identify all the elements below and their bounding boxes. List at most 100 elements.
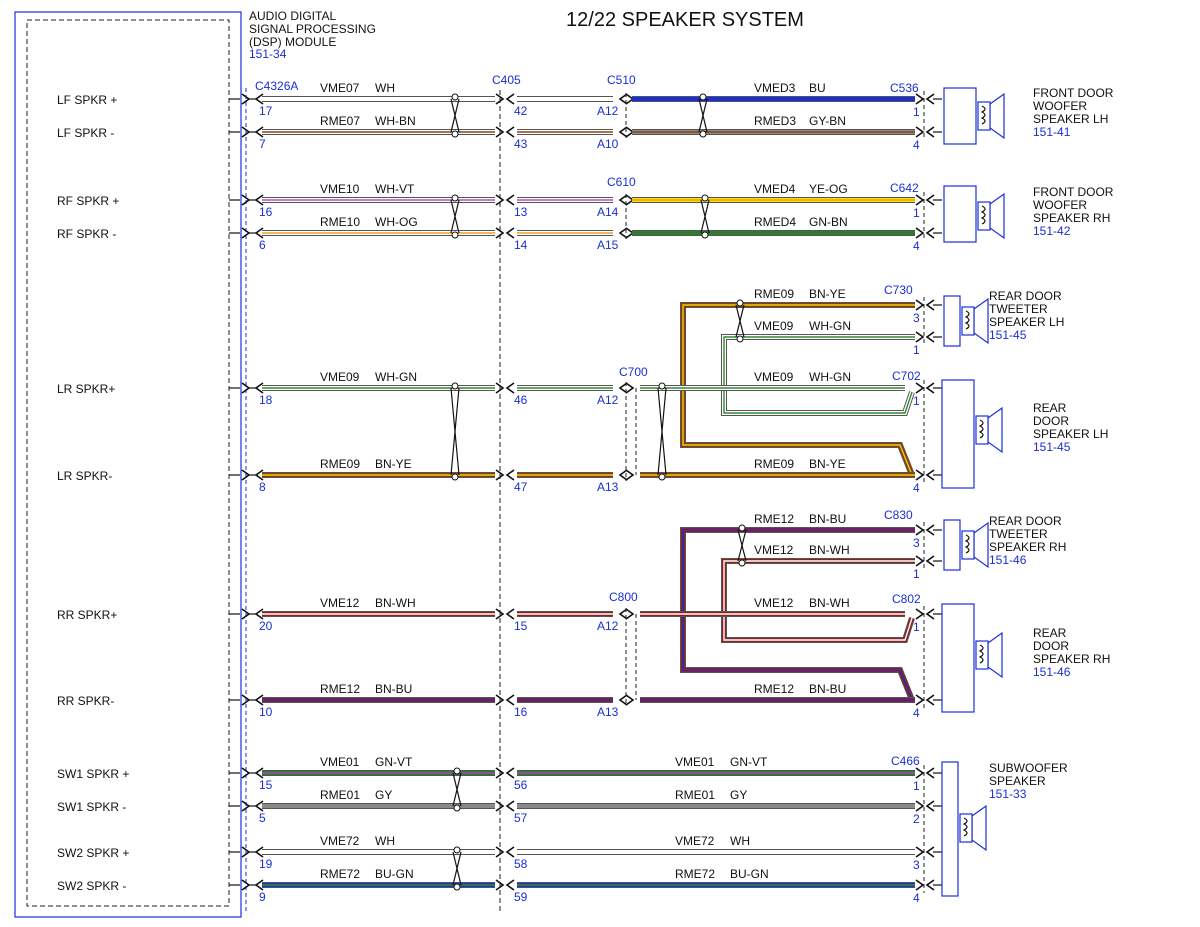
dsp-side-arrow-12: [254, 879, 264, 891]
c405-arrow-in-2: [495, 126, 505, 138]
spk-arrow-out-3-1: [925, 299, 935, 311]
wire-b-circuit-4: RMED4: [754, 215, 796, 229]
wire-b-circuit-8: RME09: [754, 457, 794, 471]
wire-a-color-9: GN-VT: [375, 755, 413, 769]
mid-conn-c800-label: C800: [609, 590, 638, 604]
dsp-side-arrow-10: [254, 800, 264, 812]
wire-b-color-15: WH: [730, 834, 750, 848]
c405-pin-11: 58: [514, 857, 528, 871]
speaker-7-name-2: SPEAKER: [989, 774, 1046, 788]
spk-conn-1-pin-2: 4: [913, 138, 920, 152]
twist-b-rf: [700, 194, 710, 239]
spk-arrow-in-5-1: [915, 524, 925, 536]
mid-arrow-3: [618, 194, 628, 206]
spk-arrow-in-1-1: [915, 93, 925, 105]
mid-conn-3-pin-1: A12: [597, 393, 619, 407]
wire-a-circuit-1: VME07: [320, 81, 360, 95]
spk-arrow-in-1-2: [915, 126, 925, 138]
spk-arrow-in-7-3: [915, 846, 925, 858]
mid-conn-c610-label: C610: [607, 175, 636, 189]
wire-a-circuit-5: VME09: [320, 370, 360, 384]
wire-b-color-9: BN-BU: [809, 512, 846, 526]
twist-a-lf: [450, 93, 460, 138]
mid-conn-1-pin-2: A10: [597, 137, 619, 151]
dsp-pin-12: 9: [259, 890, 266, 904]
speaker-2-coil-icon: [980, 205, 986, 225]
spk-arrow-out-5-1: [925, 524, 935, 536]
twist-a-lf-b: [450, 98, 460, 133]
mid-arrow-6: [618, 469, 628, 481]
speaker-1: [943, 87, 1005, 145]
spk-conn-7-pin-4: 4: [913, 891, 920, 905]
mid-arrow-b-1: [625, 93, 635, 105]
spk-conn-5-pin-2: 1: [913, 567, 920, 581]
speaker-4-name-2: DOOR: [1033, 414, 1069, 428]
twist-b-rrt: [737, 524, 747, 567]
speaker-5-name-1: REAR DOOR: [989, 514, 1062, 528]
wire-b-color-16: BU-GN: [730, 867, 769, 881]
spk-conn-5-pin-1: 3: [913, 536, 920, 550]
c405-arrow-out-2: [505, 126, 515, 138]
wire-a-color-2: WH-BN: [375, 114, 416, 128]
dsp-side-arrow-4: [254, 227, 264, 239]
speaker-4: [941, 379, 1003, 489]
twist-b-lrw-bot: [658, 473, 666, 481]
speaker-5-body: [943, 519, 961, 571]
spk-arrow-in-6-1: [915, 608, 925, 620]
twist-a-rf: [450, 194, 460, 239]
wire-a-circuit-7: VME12: [320, 596, 360, 610]
spk-arrow-out-2-1: [925, 194, 935, 206]
wire-a-color-1: WH: [375, 81, 395, 95]
speaker-3-cone: [973, 297, 989, 345]
wire-b-color-10: BN-WH: [809, 543, 850, 557]
mid-arrow-b-3: [625, 194, 635, 206]
spk-arrow-in-6-2: [915, 694, 925, 706]
twist-b-lrw-b: [657, 387, 667, 476]
speaker-4-cone: [987, 406, 1003, 454]
wire-a-color-6: BN-YE: [375, 457, 412, 471]
spk-arrow-out-4-1: [925, 382, 935, 394]
spk-conn-6-pin-1: 1: [913, 620, 920, 634]
pin-label-group: LF SPKR +LF SPKR -RF SPKR +RF SPKR -LR S…: [57, 93, 251, 893]
spk-conn-c802-label: C802: [892, 592, 921, 606]
dsp-pin-7: 20: [259, 619, 273, 633]
spk-arrow-out-1-1: [925, 93, 935, 105]
speaker-2-name-1: FRONT DOOR: [1033, 185, 1114, 199]
dsp-pin-3: 16: [259, 205, 273, 219]
mid-arrow-5: [618, 382, 628, 394]
speaker-5-ref: 151-46: [989, 553, 1027, 567]
twist-b-lrw-top: [658, 382, 666, 390]
mid-arrow-b-8: [625, 694, 635, 706]
wire-b-circuit-6: VME09: [754, 319, 794, 333]
c405-pin-12: 59: [514, 890, 528, 904]
speaker-1-ref: 151-41: [1033, 125, 1071, 139]
spk-arrow-in-4-2: [915, 469, 925, 481]
wire-a-color-5: WH-GN: [375, 370, 417, 384]
spk-arrow-out-2-2: [925, 227, 935, 239]
spk-arrow-out-5-2: [925, 555, 935, 567]
twist-b-lf-b: [698, 98, 708, 133]
speaker-7-body: [941, 761, 959, 897]
mid-conn-c700-label: C700: [619, 365, 648, 379]
speaker-5-name-2: TWEETER: [989, 527, 1048, 541]
speaker-6-body: [941, 603, 975, 713]
speaker-1-name-1: FRONT DOOR: [1033, 86, 1114, 100]
mid-arrow-b-6: [625, 469, 635, 481]
c405-arrow-in-1: [495, 93, 505, 105]
dsp-pin-10: 5: [259, 811, 266, 825]
twist-b-lrt-bot: [736, 335, 744, 343]
spk-arrow-out-1-2: [925, 126, 935, 138]
wire-a-circuit-2: RME07: [320, 114, 360, 128]
c405-arrow-out-9: [505, 767, 515, 779]
dsp-pin-1: 17: [259, 104, 273, 118]
wire-a-color-3: WH-VT: [375, 182, 415, 196]
dsp-pin-2: 7: [259, 137, 266, 151]
wire-a-circuit-3: VME10: [320, 182, 360, 196]
speaker-5-name-3: SPEAKER RH: [989, 540, 1066, 554]
speaker-7-name-1: SUBWOOFER: [989, 761, 1068, 775]
dsp-pin-6: 8: [259, 480, 266, 494]
pin-label-5: LR SPKR+: [57, 382, 115, 396]
dsp-side-arrow-6: [254, 469, 264, 481]
